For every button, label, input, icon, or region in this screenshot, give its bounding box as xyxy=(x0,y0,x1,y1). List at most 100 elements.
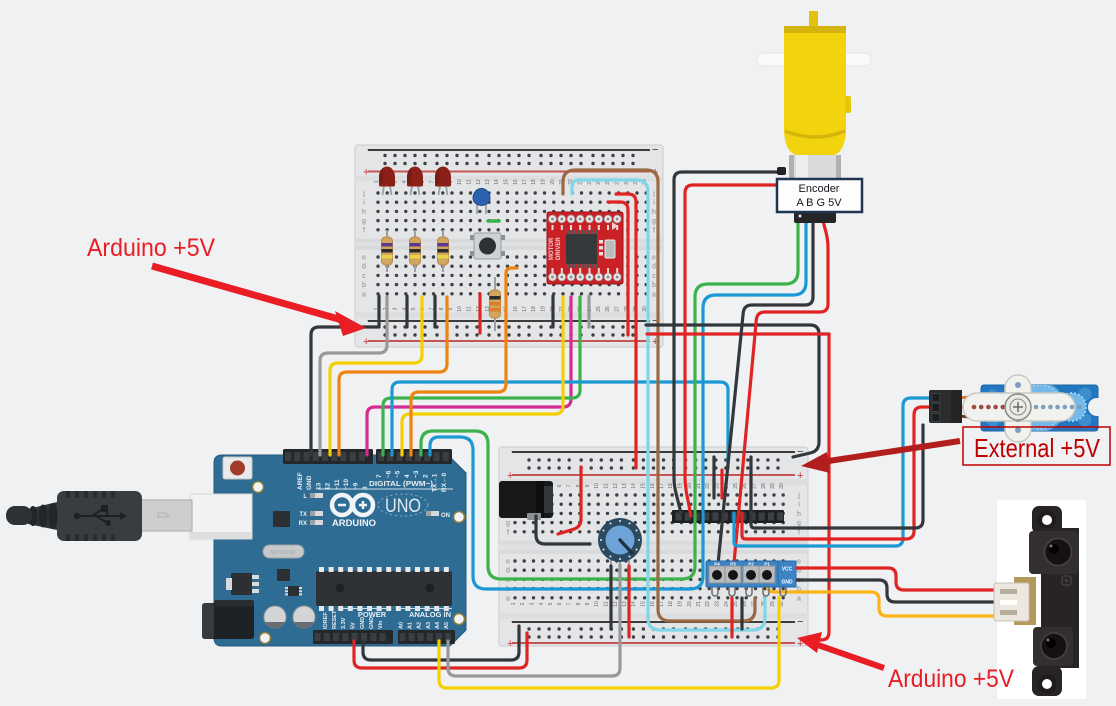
svg-text:26: 26 xyxy=(742,483,748,489)
svg-text:5V: 5V xyxy=(351,622,357,629)
svg-text:d: d xyxy=(506,568,510,575)
svg-text:30: 30 xyxy=(779,601,785,607)
svg-text:4: 4 xyxy=(404,474,411,478)
svg-text:A3: A3 xyxy=(426,622,432,629)
svg-text:20: 20 xyxy=(687,601,693,607)
svg-text:4: 4 xyxy=(402,180,408,183)
svg-text:4: 4 xyxy=(402,307,408,310)
svg-text:20: 20 xyxy=(550,179,556,185)
svg-text:−: − xyxy=(511,616,517,628)
svg-text:3: 3 xyxy=(393,180,399,183)
svg-text:30: 30 xyxy=(642,306,648,312)
svg-text:~3: ~3 xyxy=(413,470,420,478)
svg-text:27: 27 xyxy=(615,306,621,312)
svg-text:j: j xyxy=(362,191,365,198)
svg-text:23: 23 xyxy=(715,601,721,607)
svg-text:16: 16 xyxy=(513,179,519,185)
svg-text:22: 22 xyxy=(705,483,711,489)
svg-text:16: 16 xyxy=(650,601,656,607)
svg-text:DIGITAL (PWM~): DIGITAL (PWM~) xyxy=(369,479,434,488)
svg-text:1: 1 xyxy=(374,180,380,183)
svg-text:+: + xyxy=(797,638,803,650)
svg-text:1: 1 xyxy=(511,602,517,605)
svg-text:9: 9 xyxy=(585,484,591,487)
svg-text:UNO: UNO xyxy=(385,496,421,517)
svg-text:i: i xyxy=(363,200,365,207)
svg-text:GND: GND xyxy=(369,617,375,629)
svg-text:26: 26 xyxy=(605,179,611,185)
svg-text:11: 11 xyxy=(467,179,473,184)
svg-text:15: 15 xyxy=(641,483,647,489)
svg-text:P3: P3 xyxy=(730,562,736,567)
svg-text:7: 7 xyxy=(567,484,573,487)
svg-text:−: − xyxy=(367,315,373,327)
svg-text:e: e xyxy=(362,255,366,262)
svg-text:~10: ~10 xyxy=(343,479,350,490)
svg-text:25: 25 xyxy=(733,483,739,489)
svg-text:13: 13 xyxy=(622,483,628,489)
svg-text:−: − xyxy=(652,315,658,327)
svg-text:e: e xyxy=(797,559,801,566)
svg-text:14: 14 xyxy=(631,483,637,489)
svg-text:d: d xyxy=(797,568,801,575)
svg-text:3: 3 xyxy=(530,602,536,605)
svg-text:A0: A0 xyxy=(399,622,405,629)
svg-text:+: + xyxy=(797,470,803,482)
svg-text:GND: GND xyxy=(781,580,793,586)
svg-text:A5: A5 xyxy=(444,622,450,629)
svg-text:MOTOR: MOTOR xyxy=(549,237,555,260)
svg-text:12: 12 xyxy=(613,483,619,489)
svg-text:23: 23 xyxy=(715,483,721,489)
svg-text:a: a xyxy=(797,595,801,602)
svg-text:A1: A1 xyxy=(408,622,414,629)
svg-text:6: 6 xyxy=(557,602,563,605)
svg-text:17: 17 xyxy=(659,601,665,607)
svg-text:30: 30 xyxy=(779,483,785,489)
svg-text:16: 16 xyxy=(513,306,519,312)
svg-text:9: 9 xyxy=(448,307,454,310)
svg-text:21: 21 xyxy=(696,601,702,607)
svg-text:24: 24 xyxy=(724,601,730,607)
svg-text:29: 29 xyxy=(770,483,776,489)
svg-text:SM16SSB: SM16SSB xyxy=(270,550,296,556)
svg-text:Arduino +5V: Arduino +5V xyxy=(888,665,1014,693)
svg-text:a: a xyxy=(362,291,366,298)
svg-text:23: 23 xyxy=(578,179,584,185)
svg-text:GND: GND xyxy=(360,617,366,629)
svg-text:17: 17 xyxy=(522,306,528,312)
svg-text:19: 19 xyxy=(541,306,547,312)
svg-text:+: + xyxy=(652,336,658,348)
svg-text:8: 8 xyxy=(439,307,445,310)
svg-text:12: 12 xyxy=(325,482,332,490)
svg-text:7: 7 xyxy=(567,602,573,605)
svg-text:18: 18 xyxy=(668,483,674,489)
svg-text:22: 22 xyxy=(568,179,574,185)
svg-text:f: f xyxy=(363,227,365,234)
svg-text:27: 27 xyxy=(615,179,621,185)
svg-text:ON: ON xyxy=(441,513,450,519)
svg-text:14: 14 xyxy=(631,601,637,607)
svg-text:AREF: AREF xyxy=(297,472,304,490)
svg-text:e: e xyxy=(652,255,656,262)
svg-text:10: 10 xyxy=(457,179,463,185)
svg-text:f: f xyxy=(507,529,509,536)
svg-text:6: 6 xyxy=(557,484,563,487)
svg-text:g: g xyxy=(652,218,656,225)
svg-text:TX→1: TX→1 xyxy=(432,473,439,492)
svg-text:Vin: Vin xyxy=(378,620,384,629)
svg-text:Encoder: Encoder xyxy=(799,183,840,195)
svg-text:i: i xyxy=(653,200,655,207)
svg-text:5: 5 xyxy=(411,307,417,310)
svg-text:8: 8 xyxy=(576,602,582,605)
svg-text:c: c xyxy=(362,273,366,280)
svg-text:3.3V: 3.3V xyxy=(341,617,347,629)
svg-text:L: L xyxy=(303,494,307,500)
svg-text:13: 13 xyxy=(485,306,491,312)
svg-text:19: 19 xyxy=(678,601,684,607)
svg-text:External +5V: External +5V xyxy=(974,433,1101,463)
svg-text:TX: TX xyxy=(299,512,307,518)
svg-text:~5: ~5 xyxy=(395,470,402,478)
svg-text:g: g xyxy=(506,520,510,527)
svg-text:25: 25 xyxy=(596,179,602,185)
svg-text:c: c xyxy=(652,273,656,280)
